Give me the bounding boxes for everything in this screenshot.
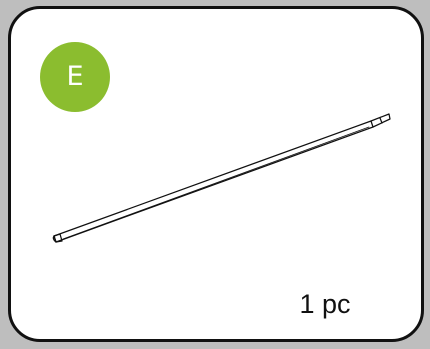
- part-letter-badge: E: [40, 42, 110, 112]
- quantity-label: 1 pc: [299, 289, 351, 319]
